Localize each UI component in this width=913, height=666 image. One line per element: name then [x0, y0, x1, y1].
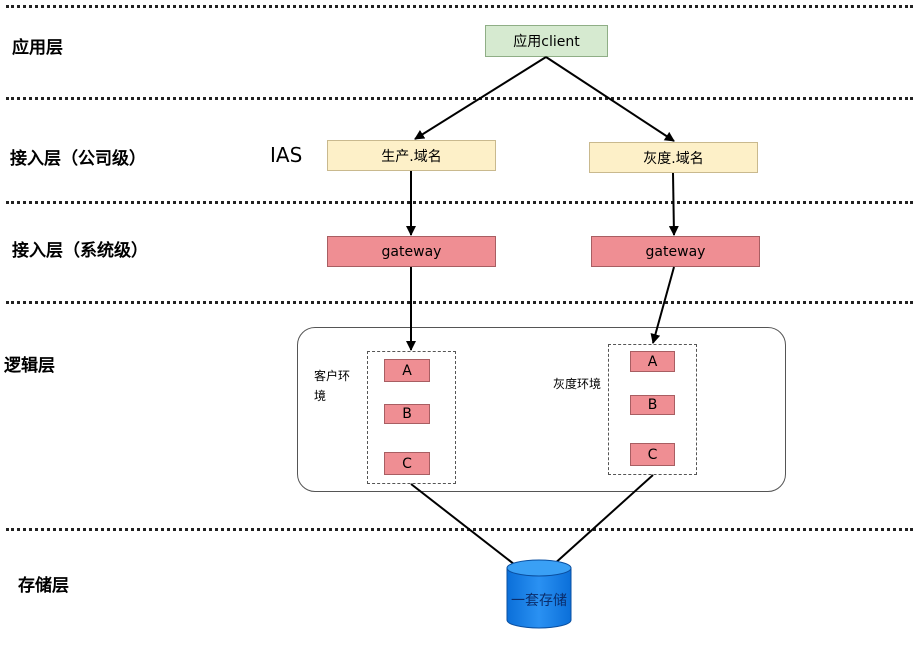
storage-database — [506, 559, 572, 629]
arrow-gray-env-to-storage — [541, 474, 654, 576]
customer-service-b: B — [384, 404, 430, 424]
gateway-left-node: gateway — [327, 236, 496, 267]
arrow-client-to-production — [414, 56, 547, 140]
logic-layer-container — [297, 327, 786, 492]
customer-environment-label: 客户环境 — [314, 369, 351, 403]
storage-label: 一套存储 — [511, 593, 567, 609]
gray-environment-label: 灰度环境 — [553, 377, 602, 391]
layer-label-storage: 存储层 — [18, 576, 69, 596]
customer-service-c: C — [384, 452, 430, 475]
arrow-gateway-to-gray-env — [650, 266, 675, 344]
gray-service-b: B — [630, 395, 675, 415]
gray-service-c: C — [630, 443, 675, 466]
divider-logic-storage — [6, 528, 913, 531]
arrow-gray-to-gateway — [668, 172, 679, 236]
arrow-client-to-gray — [545, 56, 675, 142]
divider-access-company-system — [6, 201, 913, 204]
divider-access-logic — [6, 301, 913, 304]
layer-label-access-company: 接入层（公司级） — [10, 149, 146, 169]
divider-app-access — [6, 97, 913, 100]
customer-service-a: A — [384, 359, 430, 382]
gray-domain-node: 灰度.域名 — [589, 142, 758, 173]
gateway-right-node: gateway — [591, 236, 760, 267]
layer-label-access-system: 接入层（系统级） — [12, 241, 148, 261]
layer-label-application: 应用层 — [12, 38, 63, 58]
ias-label: IAS — [270, 143, 303, 167]
gray-service-a: A — [630, 351, 675, 372]
arrow-customer-env-to-storage — [410, 483, 529, 576]
production-domain-node: 生产.域名 — [327, 140, 496, 171]
divider-top — [6, 5, 913, 8]
layer-label-logic: 逻辑层 — [4, 356, 55, 376]
